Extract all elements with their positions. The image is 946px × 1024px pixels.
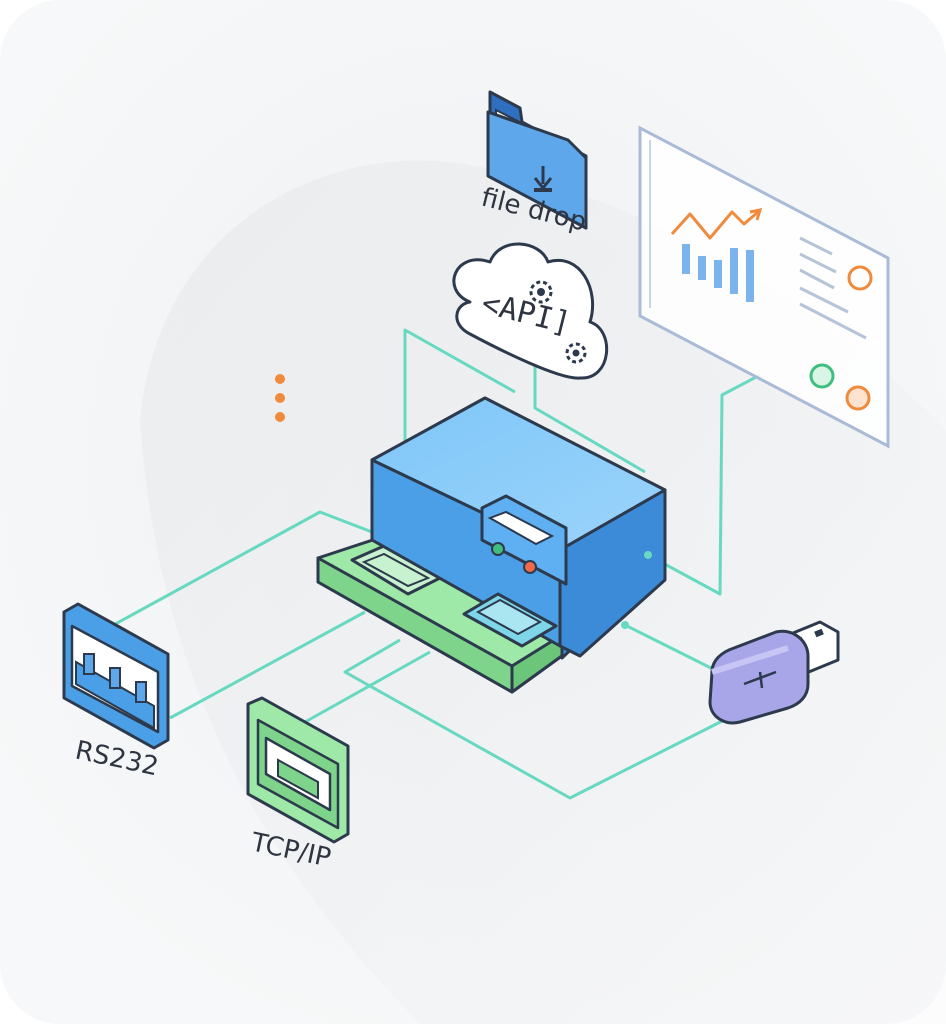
connector-dashboard	[647, 373, 761, 596]
connector-usb-loop	[343, 638, 741, 800]
more-dots-icon	[275, 374, 285, 422]
connector-api-right	[533, 360, 646, 474]
connector-rs232-lower	[169, 610, 366, 720]
dashboard-chart-icon	[638, 125, 890, 449]
connector-lines	[107, 328, 761, 800]
cloud-api-icon: <API]	[452, 242, 609, 380]
device-hub-icon	[316, 396, 667, 694]
folder-icon	[486, 90, 588, 230]
connector-api-left	[403, 328, 516, 470]
connector-tcpip	[304, 650, 431, 724]
gear-icon	[565, 342, 587, 364]
gear-icon	[529, 280, 553, 304]
rs232-port-icon	[62, 602, 170, 750]
connector-rs232-upper	[107, 510, 373, 630]
usb-drive-icon	[708, 620, 840, 725]
ethernet-port-icon	[246, 696, 350, 844]
